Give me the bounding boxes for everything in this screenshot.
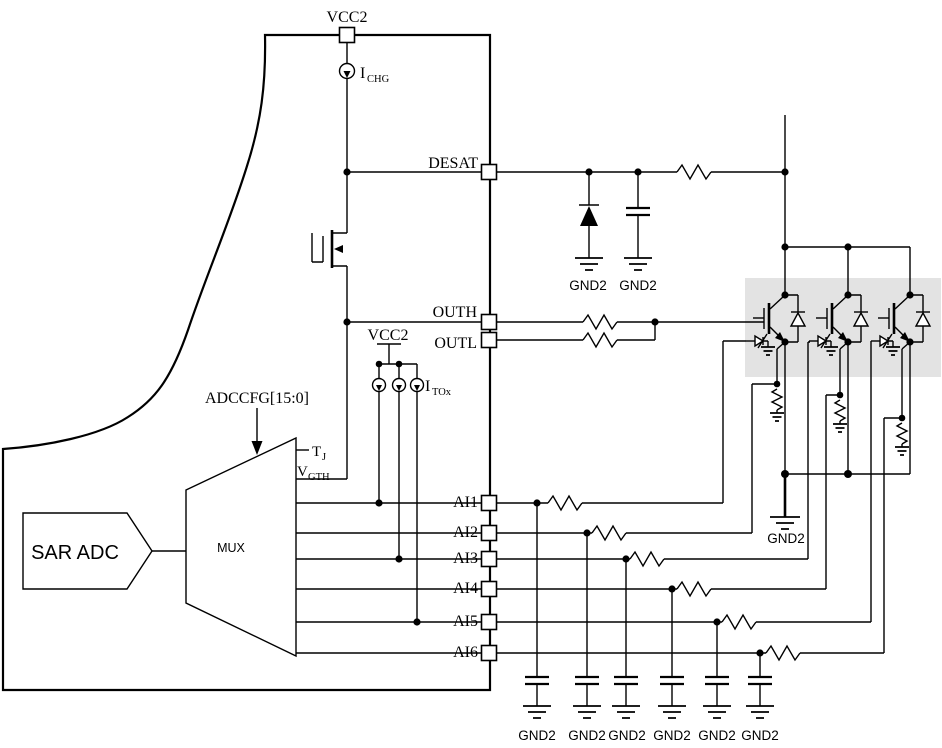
gnd2-label-cap2: GND2 [568, 728, 606, 743]
tj-subscript: J [322, 452, 326, 463]
ichg-label: I [360, 65, 365, 82]
itox-subscript: TOx [432, 387, 452, 398]
desat-diode-icon [580, 206, 598, 226]
ai4-pin [480, 580, 498, 598]
ai5-pin [480, 613, 498, 631]
vgth-subscript: GTH [308, 472, 330, 483]
outh-resistor-icon [582, 313, 618, 331]
gnd2-label-desat-diode: GND2 [569, 278, 607, 293]
gnd2-label-cap4: GND2 [653, 728, 691, 743]
gnd2-label-cap1: GND2 [518, 728, 556, 743]
ai2-resistor-icon [591, 524, 627, 542]
ichg-branch [338, 43, 356, 172]
ai1-pin-label: AI1 [453, 494, 478, 511]
gnd2-label-emitter: GND2 [767, 531, 805, 546]
gnd2-label-cap3: GND2 [608, 728, 646, 743]
ai3-pin [480, 550, 498, 568]
itox-current-sources [371, 343, 425, 622]
outl-pin [480, 331, 498, 349]
ichg-subscript: CHG [367, 74, 390, 85]
gnd2-label-cap5: GND2 [698, 728, 736, 743]
ai-input-wires [296, 502, 766, 654]
ai6-resistor-icon [765, 644, 801, 662]
ai5-pin-label: AI5 [453, 613, 478, 630]
ai3-resistor-icon [629, 550, 665, 568]
ai6-pin [480, 644, 498, 662]
sar-adc-block: SAR ADC [22, 512, 186, 590]
shunt-resistor-3-icon [895, 422, 909, 445]
collector-bus [784, 115, 911, 295]
outl-resistor-icon [582, 331, 618, 349]
sar-adc-label: SAR ADC [31, 542, 119, 564]
vcc2-pin [338, 26, 356, 44]
outh-pin [480, 313, 498, 331]
filter-cap-icons [525, 675, 772, 686]
adccfg-arrow [251, 408, 263, 455]
outl-pin-label: OUTL [434, 335, 477, 352]
igbt-1-emitter-network [769, 342, 786, 474]
ai4-resistor-icon [676, 580, 712, 598]
ai3-wire [629, 341, 810, 568]
junction-dots [343, 168, 906, 657]
ai1-wire [547, 340, 746, 512]
gnd2-label-cap6: GND2 [741, 728, 779, 743]
ai1-pin [480, 494, 498, 512]
ai5-wire [721, 341, 872, 631]
mux-label: MUX [217, 541, 245, 555]
ai6-pin-label: AI6 [453, 644, 478, 661]
ai5-resistor-icon [721, 613, 757, 631]
ichg-current-source-icon [338, 62, 356, 80]
desat-pin [480, 163, 498, 181]
gate-drive-network [497, 313, 764, 349]
ai2-wire [591, 383, 777, 542]
igbt-3-emitter-network [894, 342, 911, 474]
ai-filter-caps [522, 503, 775, 719]
shunt-resistor-1-icon [770, 388, 784, 411]
vgth-sense-wire [296, 322, 348, 480]
ai1-resistor-icon [547, 494, 583, 512]
adccfg-label: ADCCFG[15:0] [205, 390, 309, 407]
desat-network [497, 163, 785, 271]
mosfet-arrow-icon [334, 245, 343, 253]
mux-block: MUX [185, 436, 309, 658]
chip-pins [338, 26, 498, 662]
ai4-wire [676, 394, 840, 598]
mosfet-gate [311, 233, 324, 263]
ai2-pin-label: AI2 [453, 524, 478, 541]
vcc2-inner-label: VCC2 [368, 327, 409, 344]
ai4-pin-label: AI4 [453, 580, 478, 597]
vgth-label: V [297, 464, 308, 480]
itox-label: I [425, 378, 430, 395]
tj-label: T [312, 444, 321, 460]
outh-pin-label: OUTH [433, 304, 478, 321]
desat-pin-label: DESAT [428, 155, 478, 172]
emitter-ground-rail [770, 473, 910, 530]
internal-mosfet [311, 172, 348, 322]
gnd2-label-desat-cap: GND2 [619, 278, 657, 293]
ai3-pin-label: AI3 [453, 550, 478, 567]
igbt-2-emitter-network [832, 342, 849, 474]
shunt-resistor-2-icon [833, 399, 847, 422]
desat-resistor-icon [676, 163, 712, 181]
desat-cap-icon [626, 206, 650, 217]
ai2-pin [480, 524, 498, 542]
chip-outline [1, 33, 492, 692]
vcc2-top-label: VCC2 [327, 9, 368, 26]
